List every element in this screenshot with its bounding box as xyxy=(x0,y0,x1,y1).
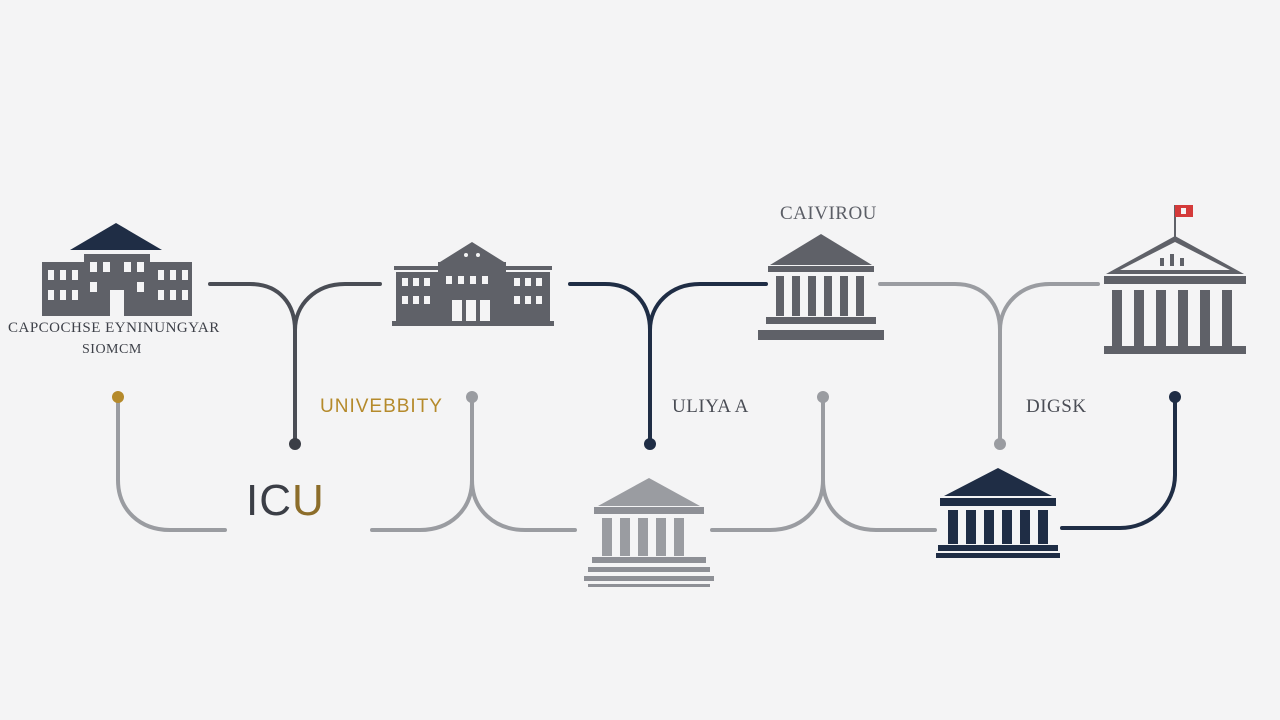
label-university: UNIVEBBITY xyxy=(320,396,443,417)
connector-5b xyxy=(470,478,577,532)
node-dot-2 xyxy=(644,438,656,450)
node-dot-5 xyxy=(817,391,829,403)
connector-6b xyxy=(821,478,937,532)
connector-3 xyxy=(878,282,1002,444)
label-dicsk: DIGSK xyxy=(1026,396,1087,417)
label-icu-main: IC xyxy=(246,476,292,525)
node-dot-1 xyxy=(289,438,301,450)
connector-1 xyxy=(208,282,297,444)
label-icu: ICU xyxy=(246,476,325,526)
connector-2b xyxy=(648,282,768,332)
connector-2 xyxy=(568,282,652,444)
label-icu-accent: U xyxy=(292,476,325,525)
classical-temple-icon xyxy=(758,234,884,340)
college-building-icon xyxy=(392,242,554,326)
connector-4 xyxy=(116,396,227,532)
label-left-line1: CAPCOCHSE EYNINUNGYAR xyxy=(8,320,220,336)
node-dot-4 xyxy=(466,391,478,403)
columned-temple-icon xyxy=(584,478,714,587)
connector-7 xyxy=(1060,396,1177,530)
connector-1b xyxy=(293,282,382,332)
university-building-icon xyxy=(42,223,192,316)
label-caviro: CAIVIROU xyxy=(780,203,877,224)
node-dot-6 xyxy=(1169,391,1181,403)
label-ulya: ULIYA A xyxy=(672,396,749,417)
flagged-temple-icon xyxy=(1104,205,1246,354)
node-dot-3 xyxy=(994,438,1006,450)
navy-temple-icon xyxy=(936,468,1060,558)
node-dot-gold xyxy=(112,391,124,403)
connector-3b xyxy=(998,282,1100,332)
label-left-line2: SIOMCM xyxy=(82,342,142,357)
